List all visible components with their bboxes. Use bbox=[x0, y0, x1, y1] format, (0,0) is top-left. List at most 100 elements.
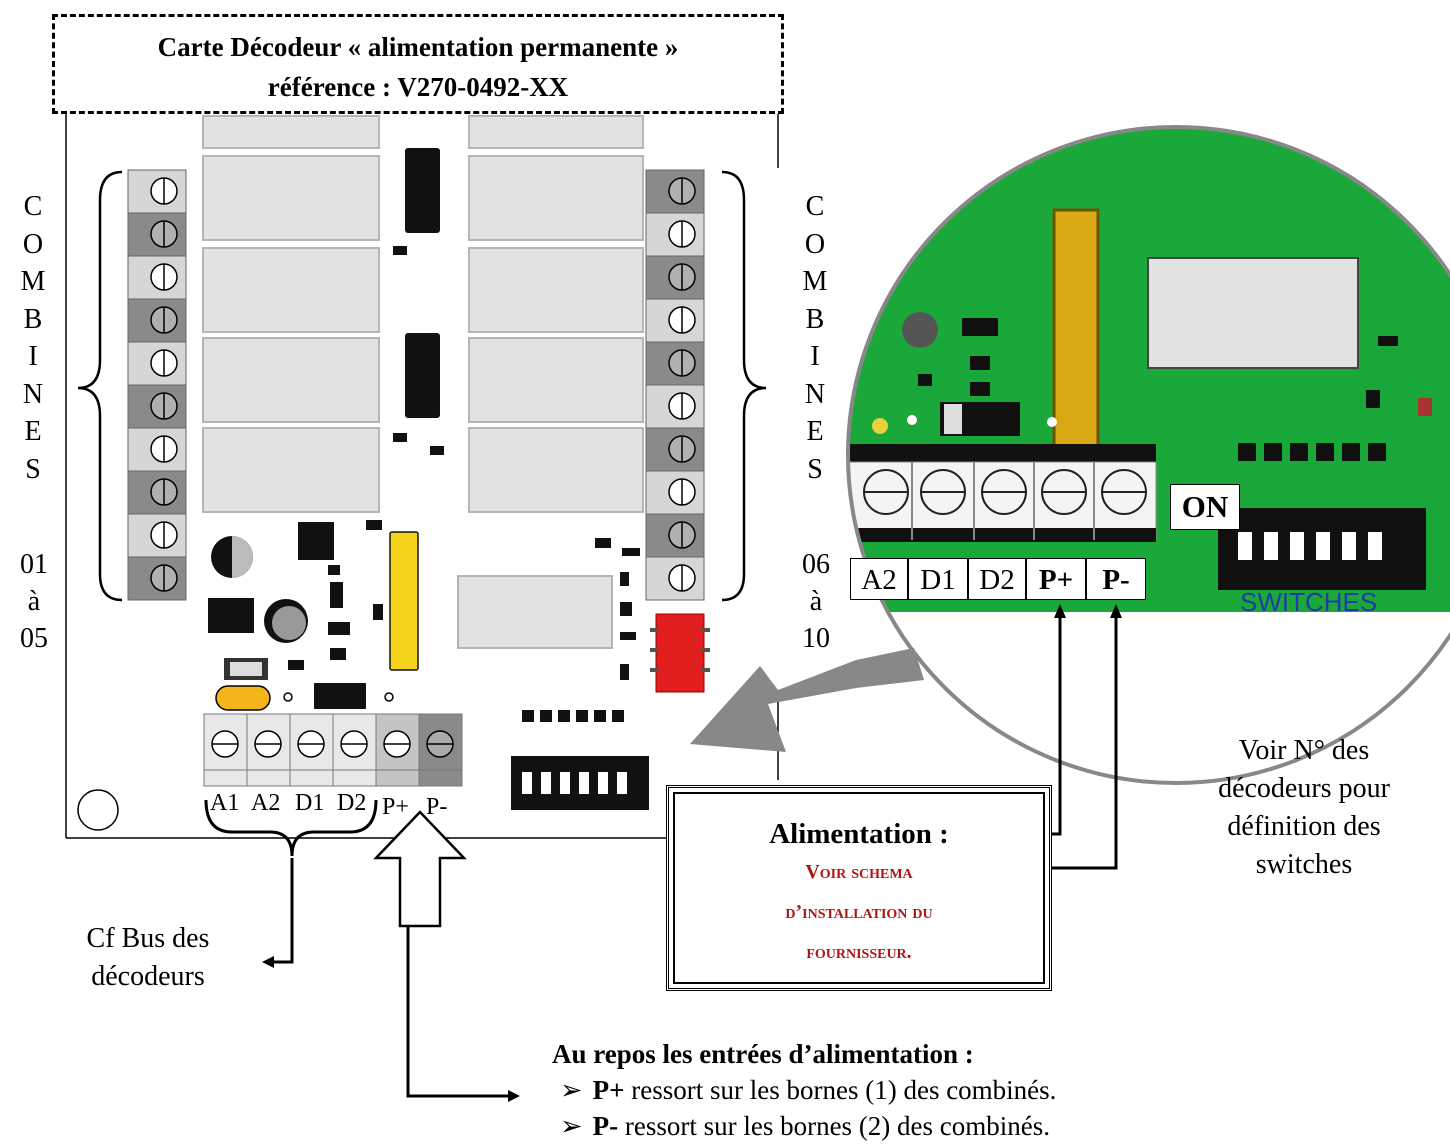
arrow-bullet-icon: ➢ bbox=[560, 1075, 583, 1105]
p-minus-wire-head-icon bbox=[1110, 604, 1122, 618]
left-terminal-strip bbox=[127, 169, 187, 601]
left-letter: S bbox=[25, 453, 41, 485]
bottom-terminal-block bbox=[418, 713, 463, 787]
title-line-1: Carte Décodeur « alimentation permanente… bbox=[157, 32, 679, 62]
left-letter: E bbox=[24, 416, 42, 447]
repos-note: Au repos les entrées d’alimentation : ➢ P… bbox=[552, 1036, 1056, 1144]
left-combines-label: C O M B I N E S bbox=[13, 188, 53, 488]
repos-connector-line bbox=[406, 926, 512, 1098]
left-range-end: 05 bbox=[20, 623, 48, 654]
p-plus-wire-head-icon bbox=[1054, 604, 1066, 618]
right-letter: I bbox=[810, 341, 820, 372]
repos-item-text: ressort sur les bornes (2) des combinés. bbox=[618, 1111, 1051, 1141]
terminal-block bbox=[127, 556, 187, 601]
board-terminal-a2: A2 bbox=[251, 790, 281, 816]
right-terminal-strip bbox=[645, 169, 705, 601]
right-range-start: 06 bbox=[802, 549, 830, 580]
terminal-block bbox=[645, 513, 705, 558]
pcb-outline bbox=[65, 112, 779, 839]
terminal-block bbox=[127, 298, 187, 343]
repos-item-term: P- bbox=[592, 1111, 619, 1141]
left-brace-icon bbox=[77, 170, 123, 602]
right-letter: O bbox=[804, 228, 826, 260]
right-letter: E bbox=[806, 416, 824, 447]
repos-item: ➢ P- ressort sur les bornes (2) des combi… bbox=[552, 1108, 1056, 1144]
zoom-pointer-arrow-icon bbox=[690, 648, 924, 752]
bus-note-line-1: Cf Bus des bbox=[86, 923, 210, 954]
bottom-terminal-block bbox=[246, 713, 291, 787]
switch-note: Voir N° des décodeurs pour définition de… bbox=[1186, 732, 1422, 884]
terminal-block bbox=[127, 255, 187, 300]
board-dip-switch bbox=[511, 710, 649, 810]
bottom-terminal-block bbox=[289, 713, 334, 787]
alimentation-box: Alimentation : Voir schema d’installatio… bbox=[666, 785, 1052, 991]
red-connector bbox=[650, 613, 710, 693]
zoom-terminal-d1: D1 bbox=[908, 558, 968, 600]
yellow-capacitor bbox=[389, 531, 419, 671]
left-letter: B bbox=[23, 303, 43, 335]
terminal-block bbox=[127, 384, 187, 429]
terminal-block bbox=[127, 169, 187, 214]
terminal-block bbox=[127, 470, 187, 515]
switch-note-line: décodeurs pour bbox=[1218, 773, 1390, 804]
repos-heading: Au repos les entrées d’alimentation : bbox=[552, 1039, 974, 1069]
terminal-block bbox=[127, 212, 187, 257]
repos-item-term: P+ bbox=[592, 1075, 625, 1105]
right-letter: S bbox=[807, 453, 823, 485]
terminal-block bbox=[645, 470, 705, 515]
terminal-block bbox=[127, 341, 187, 386]
left-letter: N bbox=[22, 378, 44, 410]
board-terminal-d1: D1 bbox=[295, 790, 325, 816]
bus-note-line-2: décodeurs bbox=[91, 961, 205, 992]
left-letter: C bbox=[23, 191, 43, 222]
terminal-block bbox=[645, 384, 705, 429]
repos-item: ➢ P+ ressort sur les bornes (1) des combi… bbox=[552, 1072, 1056, 1108]
board-terminal-p-plus: P+ bbox=[382, 794, 409, 820]
terminal-block bbox=[645, 427, 705, 472]
arrow-bullet-icon: ➢ bbox=[560, 1111, 583, 1141]
alimentation-line-1: Voir schema bbox=[805, 861, 913, 883]
right-brace-icon bbox=[721, 170, 767, 602]
board-terminal-p-minus: P- bbox=[426, 794, 448, 820]
right-letter: M bbox=[802, 266, 828, 297]
right-letter: C bbox=[805, 191, 825, 222]
bottom-terminal-block bbox=[332, 713, 377, 787]
repos-arrow-head-icon bbox=[508, 1090, 520, 1102]
terminal-block bbox=[127, 513, 187, 558]
alimentation-title: Alimentation : bbox=[769, 818, 949, 850]
zoom-on-label: ON bbox=[1170, 484, 1240, 530]
left-letter: I bbox=[28, 341, 38, 372]
switch-note-line: définition des bbox=[1227, 811, 1381, 842]
zoom-terminal-d2: D2 bbox=[968, 558, 1026, 600]
capacitors bbox=[211, 536, 394, 711]
right-range-sep: à bbox=[809, 586, 823, 617]
title-line-2: référence : V270-0492-XX bbox=[267, 72, 569, 102]
terminal-block bbox=[127, 427, 187, 472]
zoom-magnifier bbox=[846, 125, 1450, 785]
terminal-block bbox=[645, 298, 705, 343]
terminal-block bbox=[645, 556, 705, 601]
alimentation-line-2: d’installation du bbox=[785, 901, 933, 923]
hollow-up-arrow-icon bbox=[373, 810, 467, 928]
terminal-block bbox=[645, 169, 705, 214]
ic-components bbox=[208, 148, 640, 709]
zoom-terminal-a2: A2 bbox=[850, 558, 908, 600]
repos-item-text: ressort sur les bornes (1) des combinés. bbox=[624, 1075, 1057, 1105]
bus-note: Cf Bus des décodeurs bbox=[66, 920, 230, 996]
left-letter: M bbox=[20, 266, 46, 297]
bus-arrow-line bbox=[266, 858, 294, 964]
bottom-terminal-strip bbox=[203, 713, 463, 787]
terminal-block bbox=[645, 341, 705, 386]
right-combines-label: C O M B I N E S bbox=[795, 188, 835, 488]
left-letter: O bbox=[22, 228, 44, 260]
alimentation-line-3: fournisseur. bbox=[806, 941, 912, 963]
terminal-block bbox=[645, 212, 705, 257]
right-range-end: 10 bbox=[802, 623, 830, 654]
zoom-terminal-p-minus: P- bbox=[1086, 558, 1146, 600]
bus-brace-icon bbox=[204, 799, 378, 857]
bottom-terminal-block bbox=[375, 713, 420, 787]
zoom-terminal-p-plus: P+ bbox=[1026, 558, 1086, 600]
board-terminal-a1: A1 bbox=[210, 790, 240, 816]
title-box: Carte Décodeur « alimentation permanente… bbox=[52, 14, 784, 114]
